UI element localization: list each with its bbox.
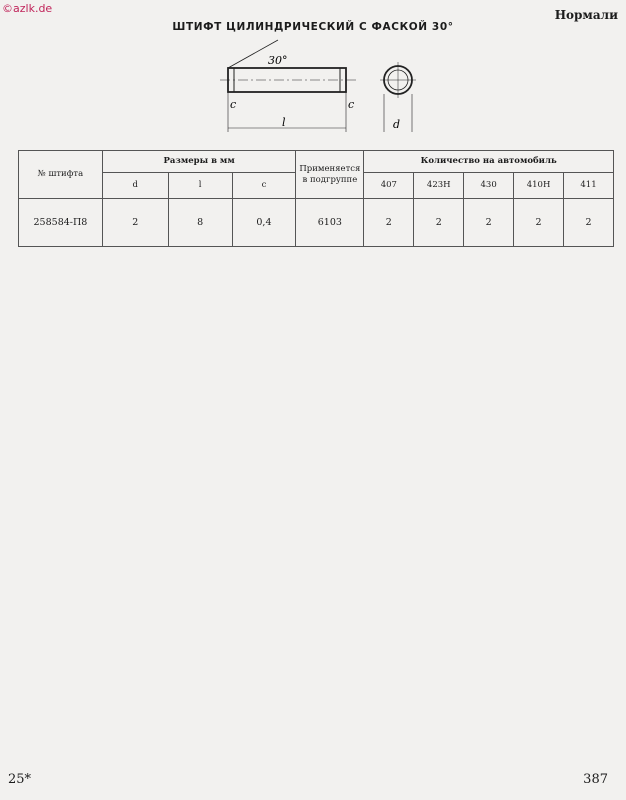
watermark: ©azlk.de	[2, 2, 53, 15]
angle-label: 30°	[268, 54, 288, 67]
corner-label: Нормали	[554, 8, 618, 22]
section-1-drawing: 30° l c c d	[220, 39, 416, 132]
c-label-right: c	[348, 98, 354, 111]
section-1-title: ШТИФТ ЦИЛИНДРИЧЕСКИЙ С ФАСКОЙ 30°	[172, 21, 454, 33]
d-label: d	[393, 118, 400, 131]
page-number: 387	[583, 772, 608, 787]
c-label-left: c	[230, 98, 236, 111]
table-row: 258584-П8 2 8 0,4 6103 2 2 2 2 2	[18, 198, 614, 247]
footer-left: 25*	[8, 772, 32, 787]
l-label: l	[282, 116, 286, 129]
